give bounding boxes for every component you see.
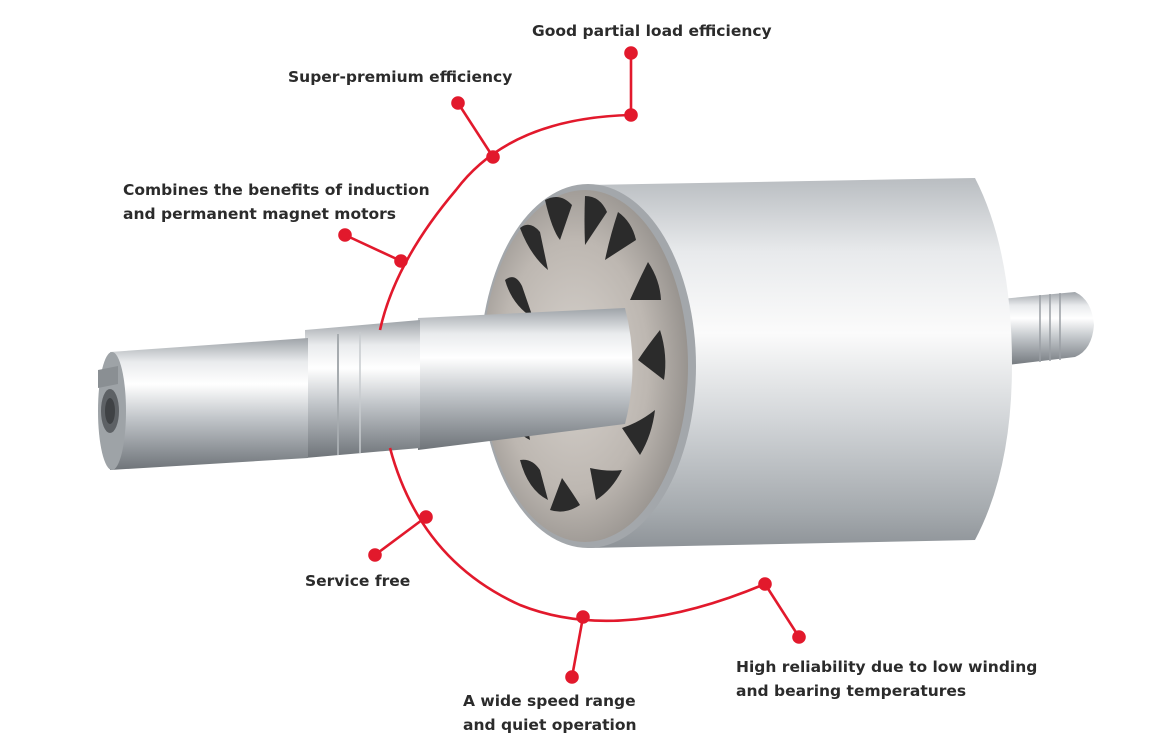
callout-speed-range-line-1: A wide speed range [463,692,636,710]
callout-service-free-line-1: Service free [305,572,411,590]
callout-combines-line-1: Combines the benefits of induction [123,181,430,199]
dot-reliability-end [792,630,806,644]
callout-super-premium: Super-premium efficiency [288,65,512,89]
dot-super-premium-arc [486,150,500,164]
callout-super-premium-line-1: Super-premium efficiency [288,68,513,86]
callout-speed-range-line-2: and quiet operation [463,716,637,734]
callout-speed-range: A wide speed range and quiet operation [463,689,637,737]
dot-reliability-arc [758,577,772,591]
dot-combines-end [338,228,352,242]
callout-connectors [338,46,806,684]
dot-combines-arc [394,254,408,268]
dot-super-premium-end [451,96,465,110]
dot-speed-range-end [565,670,579,684]
dot-service-free-arc [419,510,433,524]
left-shaft [98,308,633,470]
dot-service-free-end [368,548,382,562]
callout-reliability-line-2: and bearing temperatures [736,682,967,700]
right-shaft [990,292,1094,367]
callout-combines: Combines the benefits of induction and p… [123,178,430,226]
callout-combines-line-2: and permanent magnet motors [123,205,397,223]
callout-arc [378,113,766,623]
dot-partial-load-end [624,46,638,60]
callout-reliability-line-1: High reliability due to low winding [736,658,1038,676]
callout-partial-load: Good partial load efficiency [532,19,772,43]
dot-partial-load-arc [624,108,638,122]
callout-service-free: Service free [305,569,410,593]
callout-reliability: High reliability due to low winding and … [736,655,1037,703]
dot-speed-range-arc [576,610,590,624]
callout-partial-load-line-1: Good partial load efficiency [532,22,772,40]
